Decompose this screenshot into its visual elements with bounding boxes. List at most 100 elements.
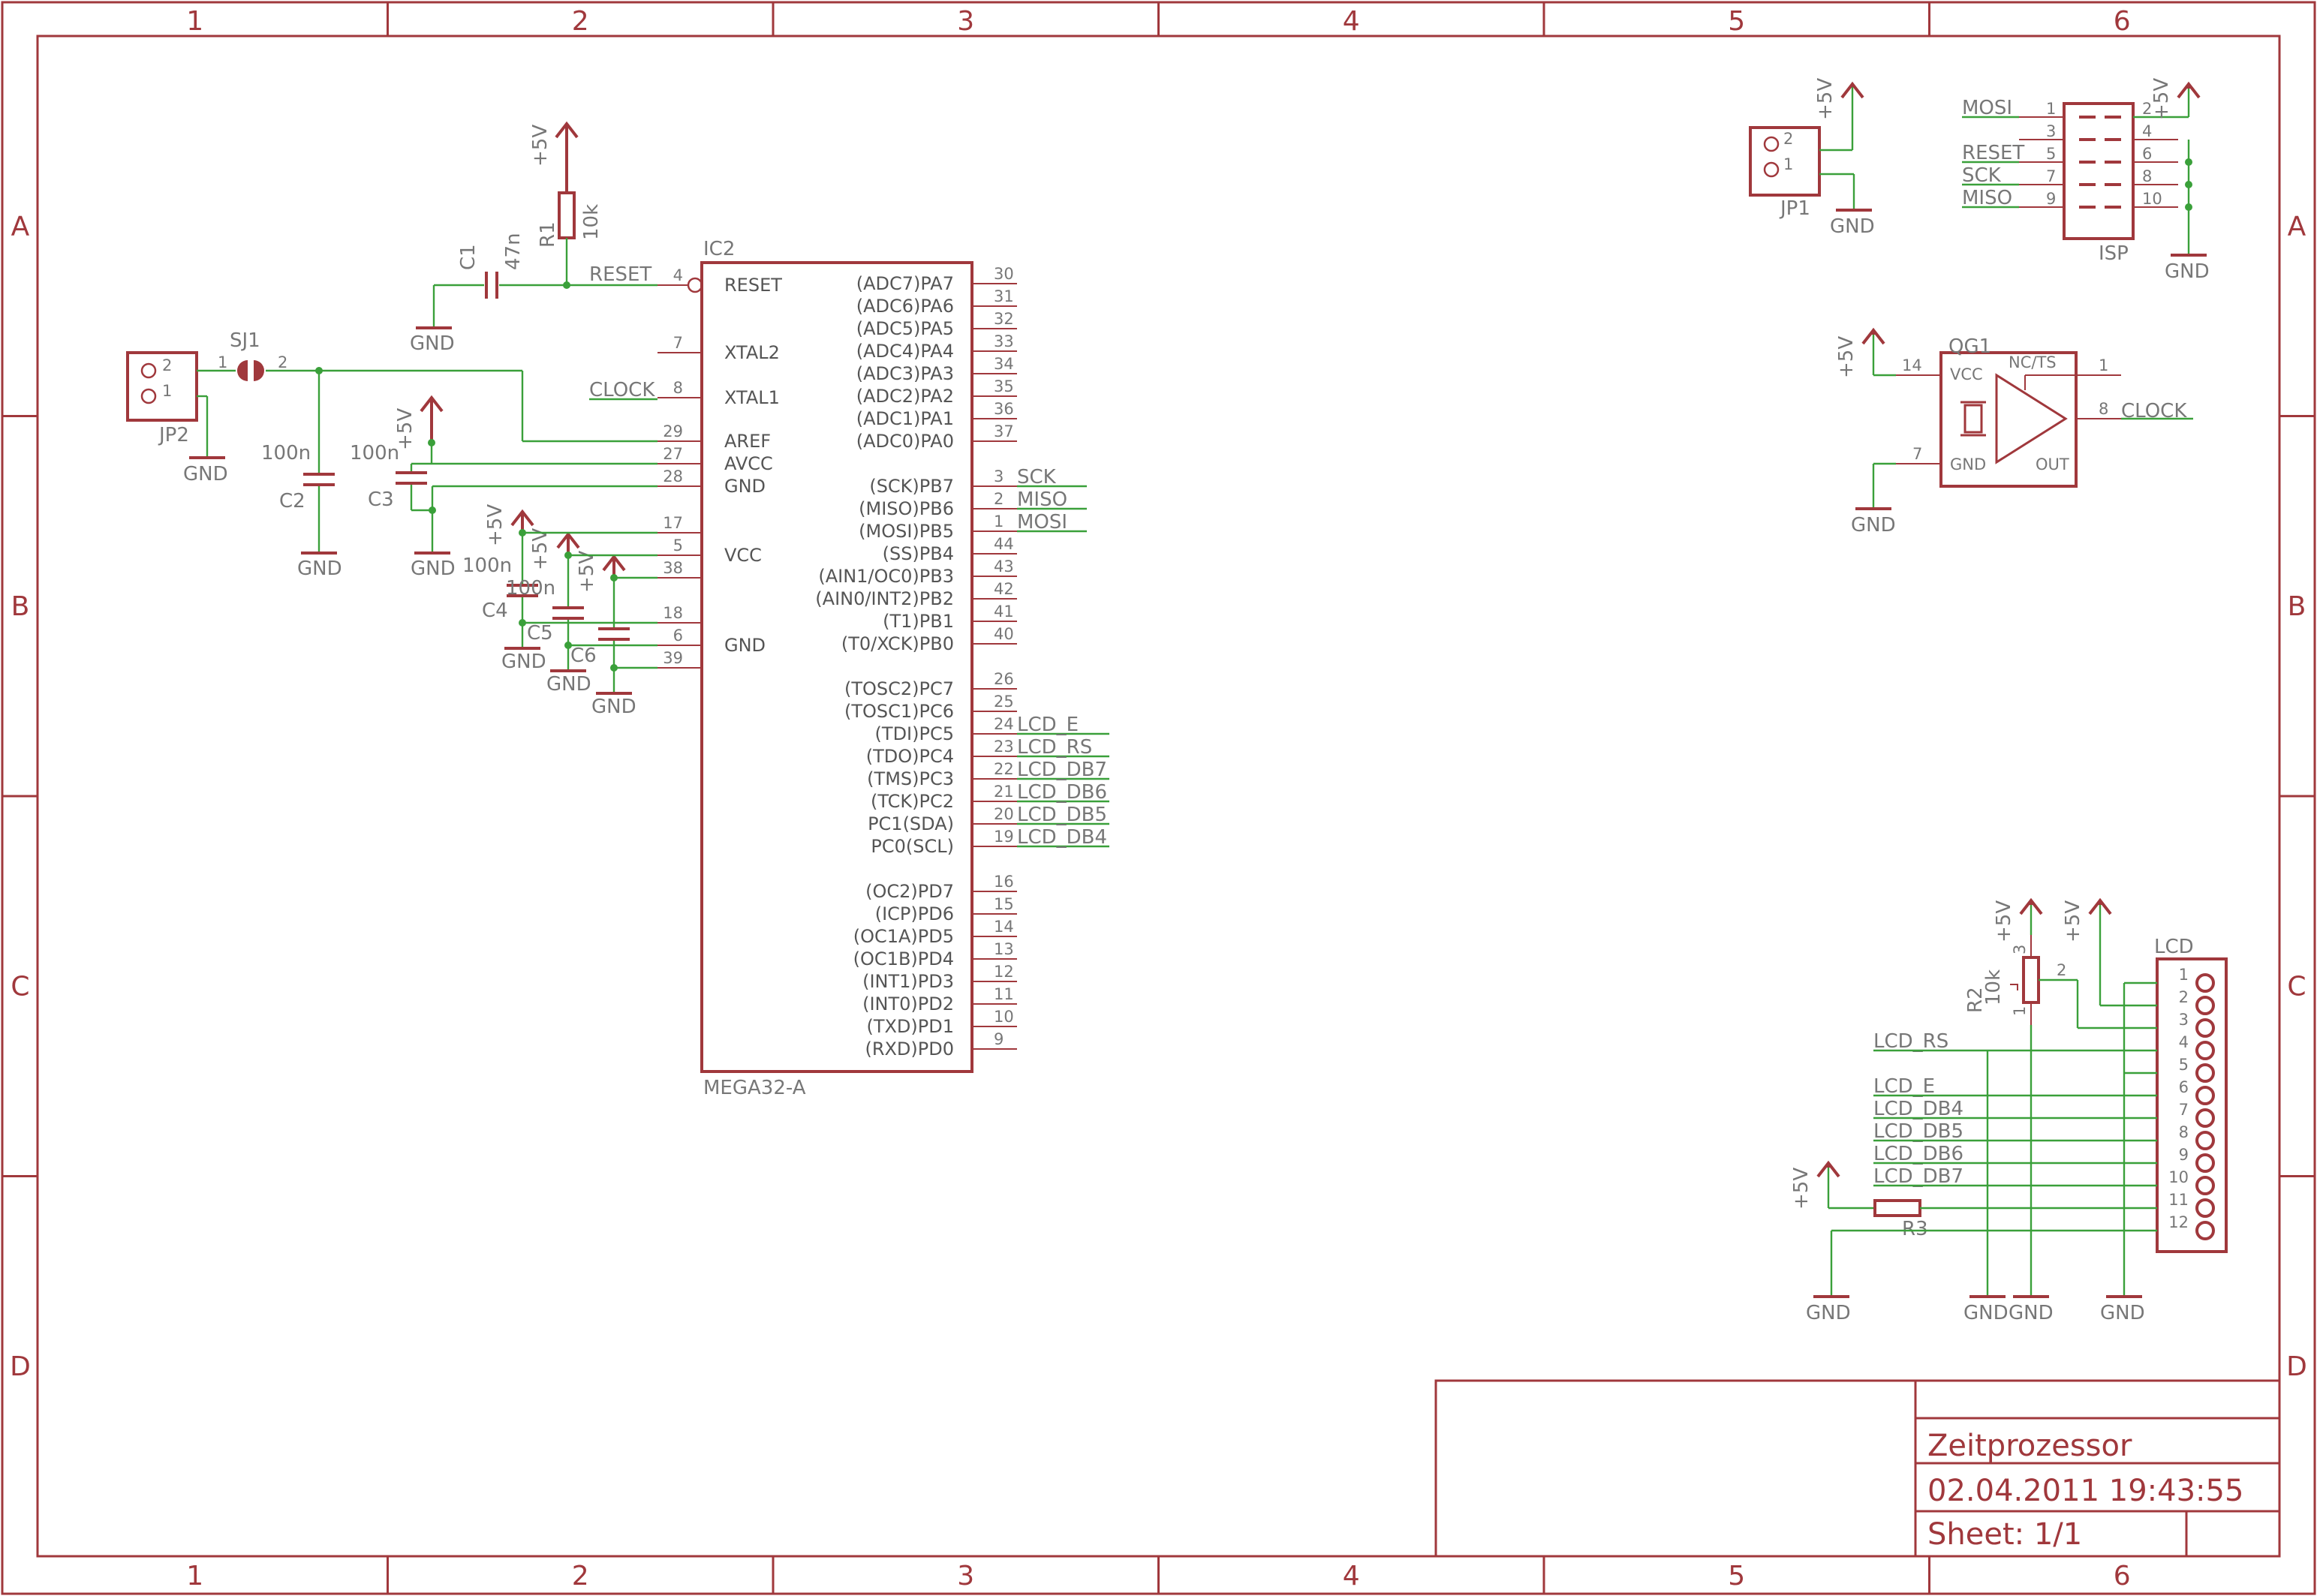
qg1-pin-num-nc: 1 xyxy=(2099,356,2108,374)
lcd-pin-number: 2 xyxy=(2179,988,2189,1006)
row-marker-left: B xyxy=(11,591,30,622)
ic2-pin-label: XTAL1 xyxy=(724,387,780,408)
title-block: Zeitprozessor 02.04.2011 19:43:55 Sheet:… xyxy=(1434,1379,2281,1558)
ic2-pin-number: 26 xyxy=(994,670,1014,688)
column-marker-bottom: 6 xyxy=(2114,1561,2131,1591)
c1-value: 47n xyxy=(502,233,525,270)
ic2-pin-label: (SCK)PB7 xyxy=(869,476,954,497)
qg1-clock-net: CLOCK xyxy=(2121,400,2187,422)
isp-pin-number: 2 xyxy=(2142,100,2152,118)
isp-net-label: SCK xyxy=(1962,164,2002,187)
ic2-pin-number: 3 xyxy=(994,467,1004,485)
column-marker-bottom: 3 xyxy=(957,1561,974,1591)
lcd-pin-number: 3 xyxy=(2179,1011,2189,1029)
ic2-pin-label: (ADC2)PA2 xyxy=(856,386,954,407)
ic2-name: IC2 xyxy=(703,238,735,260)
row-marker-left: D xyxy=(10,1351,31,1382)
isp-pin-number: 5 xyxy=(2046,145,2056,163)
c4-value: 100n xyxy=(462,555,512,577)
c4-supply-label: +5V xyxy=(484,504,507,546)
r2-supply-label: +5V xyxy=(1993,900,2015,942)
column-marker-bottom: 5 xyxy=(1728,1561,1745,1591)
c5-name: C5 xyxy=(527,622,553,645)
isp-pin-number: 3 xyxy=(2046,122,2056,140)
ic2-pin-label: VCC xyxy=(724,545,762,566)
ic2-pin-label: (OC1B)PD4 xyxy=(853,948,954,969)
jp2-power-input[interactable]: 2 1 JP2 GND SJ1 1 2 100n C2 GND +5V xyxy=(126,329,657,580)
ic2-pin-label: (MISO)PB6 xyxy=(859,498,954,519)
c5-value: 100n xyxy=(506,577,555,600)
ic2-pin-label: (INT0)PD2 xyxy=(862,993,954,1014)
r3-supply-label: +5V xyxy=(1790,1168,1813,1210)
ic2-pin-number: 13 xyxy=(994,940,1014,958)
row-marker-right: D xyxy=(2286,1351,2307,1382)
c2-name: C2 xyxy=(279,490,305,512)
ic2-pin-number: 7 xyxy=(673,334,683,352)
ic2-pin-number: 6 xyxy=(673,627,683,645)
ic2-pin-number: 9 xyxy=(994,1030,1004,1048)
lcd-pin-number: 9 xyxy=(2179,1146,2189,1164)
ic2-pin-number: 44 xyxy=(994,535,1014,553)
ic2-pin-number: 38 xyxy=(663,559,683,577)
ic2-pin-label: (TCK)PC2 xyxy=(871,791,954,812)
isp-net-label: MISO xyxy=(1962,187,2012,209)
lcd-net-label-db4: LCD_DB4 xyxy=(1873,1098,1963,1120)
column-marker-top: 6 xyxy=(2114,6,2131,37)
decoupling-capacitors[interactable]: +5V +5V +5V 100n C4 GND 100n xyxy=(462,504,657,718)
lcd-name: LCD xyxy=(2154,936,2194,958)
reset-network[interactable]: +5V R1 10k GND C1 47n RESET CLOCK xyxy=(410,121,657,401)
qg1-pin-label-nc: NC/TS xyxy=(2009,353,2057,371)
jp2-pin-1: 1 xyxy=(162,382,172,400)
jp2-pin-2: 2 xyxy=(162,356,172,374)
column-marker-bottom: 4 xyxy=(1343,1561,1360,1591)
r3-name: R3 xyxy=(1902,1218,1928,1240)
c3-supply-label: +5V xyxy=(394,408,417,450)
ic2-pin-number: 5 xyxy=(673,537,683,555)
ic2-value: MEGA32-A xyxy=(703,1077,806,1099)
r2-pin-1: 1 xyxy=(2011,1006,2029,1016)
ic2-pin-number: 23 xyxy=(994,738,1014,756)
ic2-pin-label: (T1)PB1 xyxy=(883,611,954,632)
ic2-right-pins: 30(ADC7)PA731(ADC6)PA632(ADC5)PA533(ADC4… xyxy=(815,265,1017,1059)
c5-supply-label: +5V xyxy=(529,528,552,570)
qg1-ground-label: GND xyxy=(1851,514,1896,537)
r2-value: 10k xyxy=(1982,969,2005,1005)
r2-pin-2: 2 xyxy=(2057,961,2066,979)
ic2-pin-number: 42 xyxy=(994,580,1014,598)
drawing-date: 02.04.2011 19:43:55 xyxy=(1927,1474,2243,1508)
r3-ground-label: GND xyxy=(1806,1302,1851,1324)
jp1-pin-1: 1 xyxy=(1783,155,1793,173)
net-label-lcd-db7: LCD_DB7 xyxy=(1017,759,1107,781)
ic2-pin-number: 21 xyxy=(994,783,1014,801)
net-label-lcd-e: LCD_E xyxy=(1017,714,1079,736)
isp-pin-number: 1 xyxy=(2046,100,2056,118)
ic2-pin-number: 2 xyxy=(994,490,1004,508)
ic2-pin-number: 15 xyxy=(994,895,1014,913)
ic2-pin-number: 31 xyxy=(994,287,1014,305)
ic2-pin-label: (AIN0/INT2)PB2 xyxy=(815,588,954,609)
ic2-pin-label: (ADC7)PA7 xyxy=(856,273,954,294)
jp1-name: JP1 xyxy=(1779,197,1810,220)
ic2-pin-number: 28 xyxy=(663,467,683,485)
lcd-pin-number: 12 xyxy=(2168,1213,2189,1231)
jp1-connector[interactable]: 2 1 JP1 +5V GND xyxy=(1749,78,1875,238)
ic2-pin-label: (OC2)PD7 xyxy=(865,881,954,902)
qg1-pin-label-vcc: VCC xyxy=(1950,365,1983,383)
lcd-rw-ground-label: GND xyxy=(1963,1302,2009,1324)
net-label-mosi: MOSI xyxy=(1017,511,1067,534)
c3-value: 100n xyxy=(350,442,399,464)
ic2-pin-number: 27 xyxy=(663,445,683,463)
jp2-name: JP2 xyxy=(158,424,189,446)
isp-pin-number: 4 xyxy=(2142,122,2152,140)
ic2-pin-label: (MOSI)PB5 xyxy=(859,521,954,542)
r1-value: 10k xyxy=(580,204,603,240)
lcd-pin-number: 6 xyxy=(2179,1078,2189,1096)
ic2-pin-number: 34 xyxy=(994,355,1014,373)
ic2-pin-number: 22 xyxy=(994,760,1014,778)
qg1-oscillator[interactable]: QG1 VCC GND NC/TS OUT 14 7 1 8 +5V GND C… xyxy=(1835,327,2193,537)
